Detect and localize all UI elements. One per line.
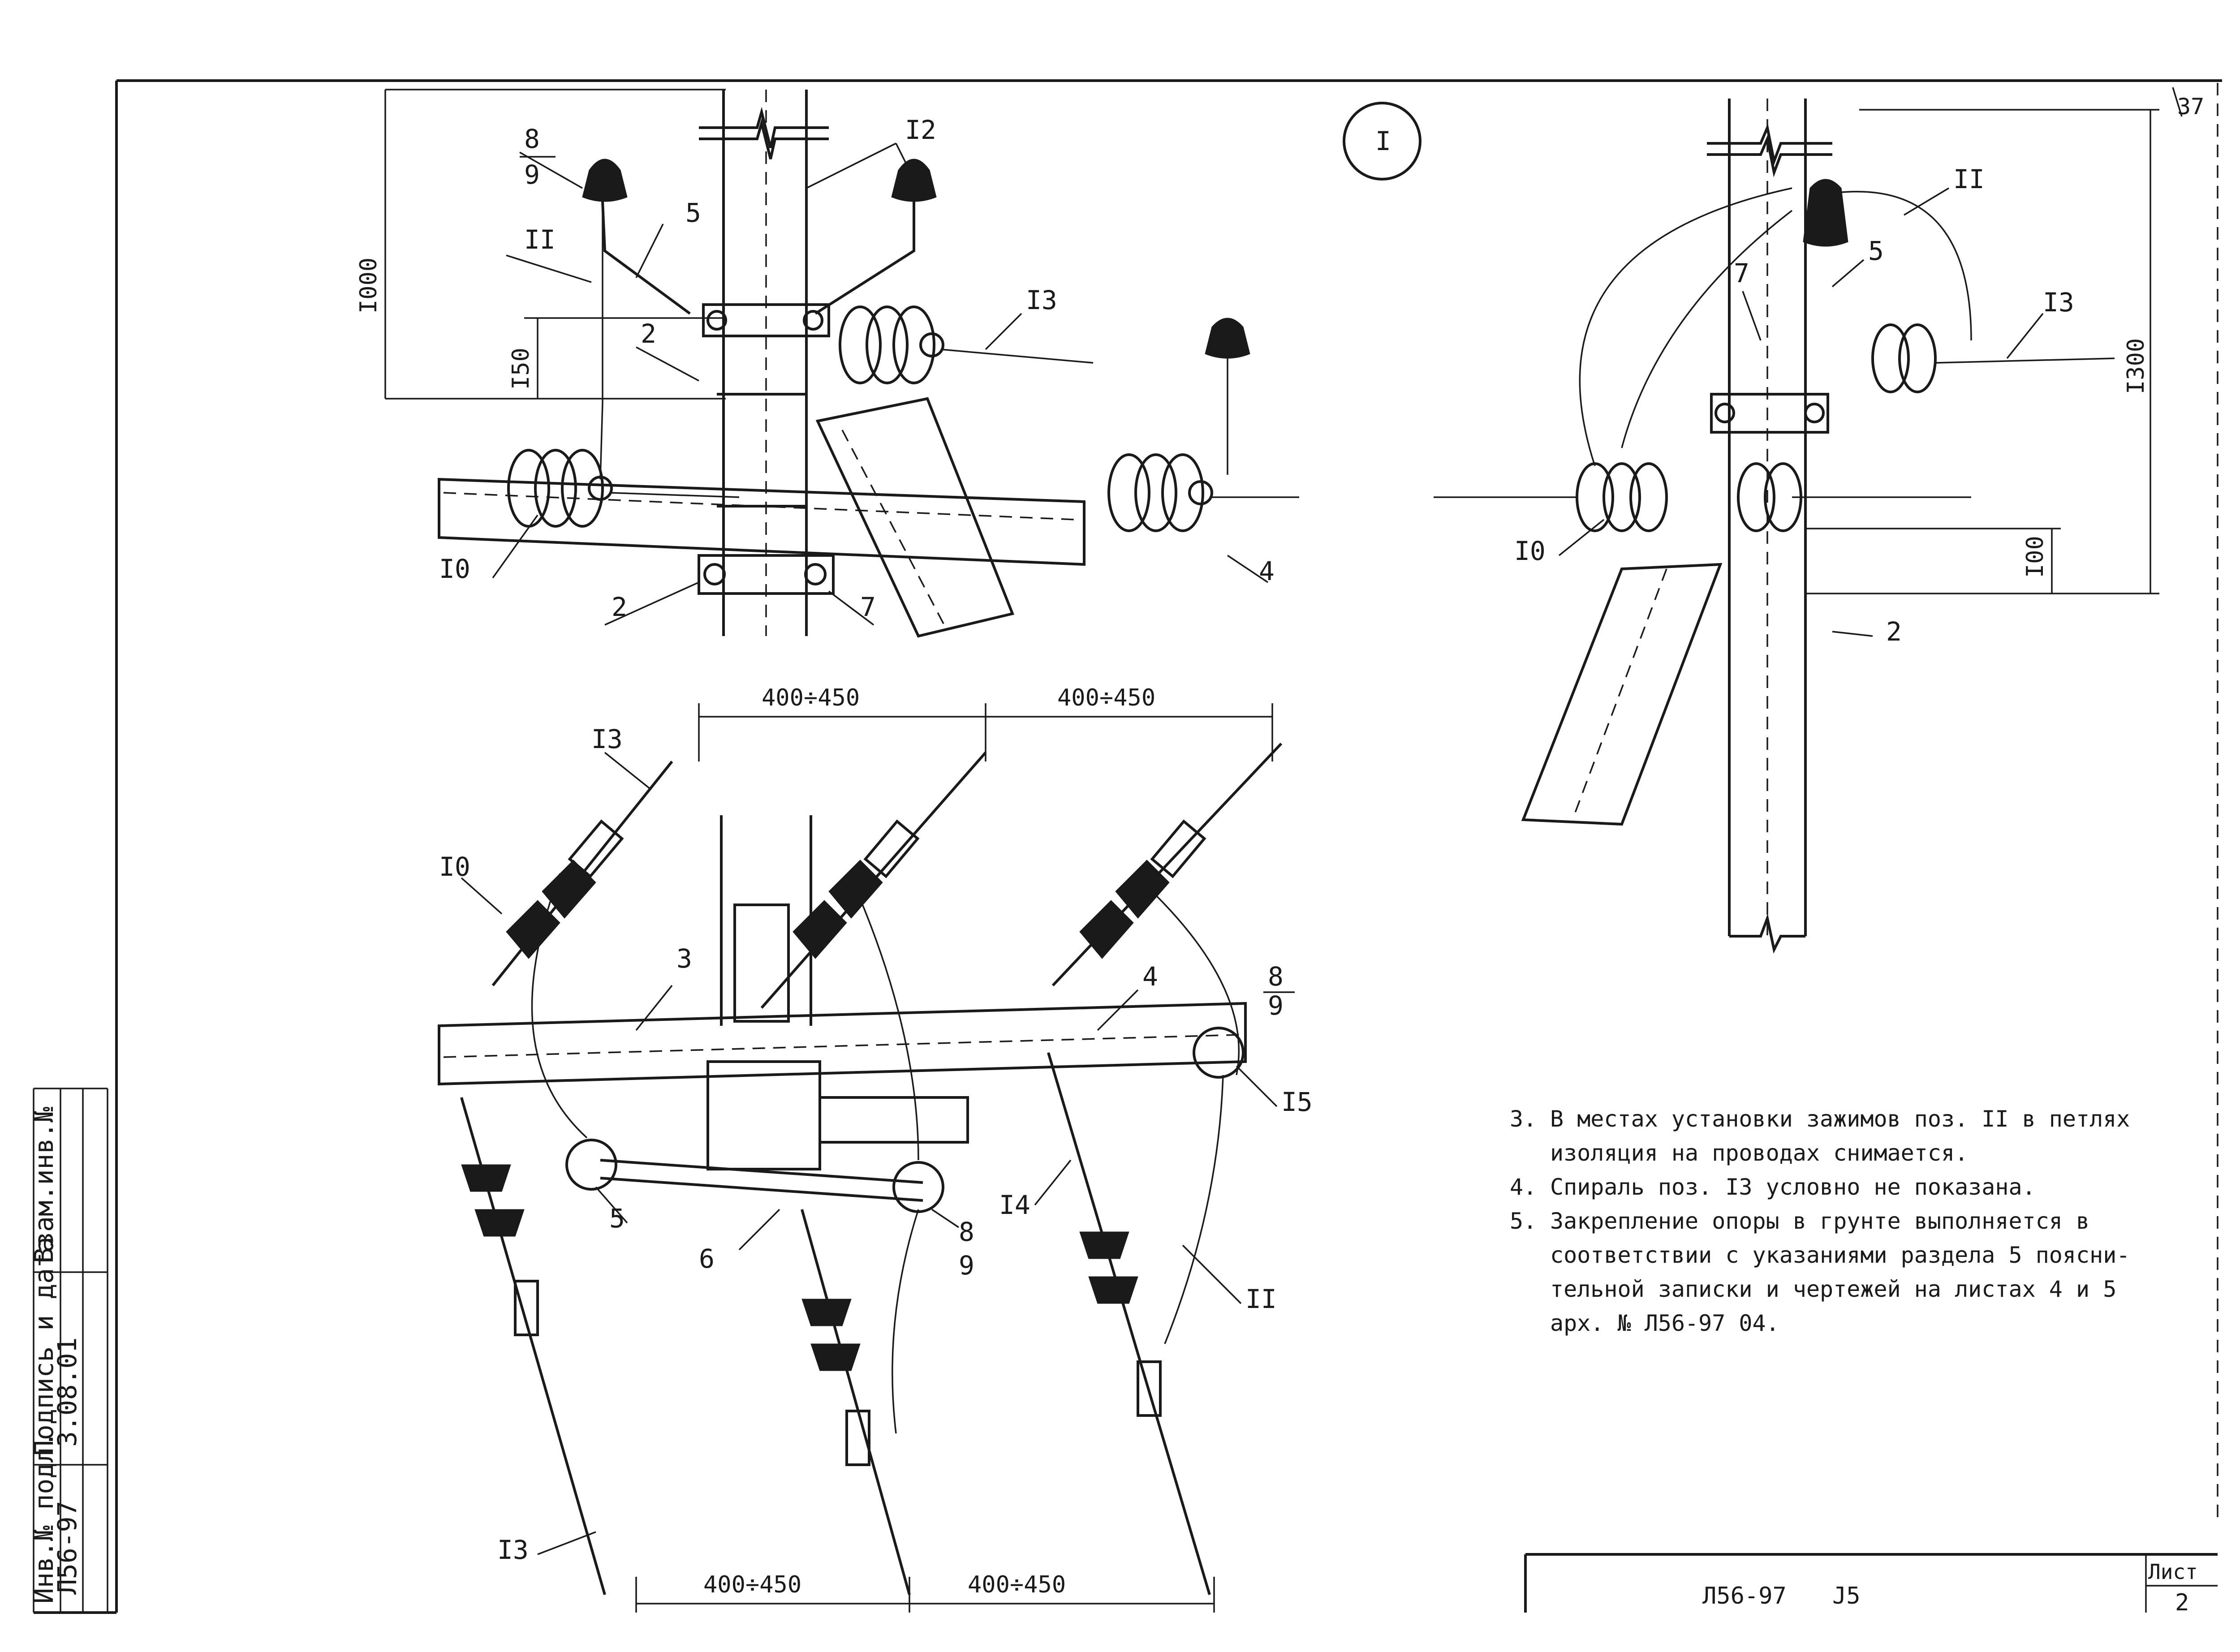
p-callout-9-right: 9 [1268, 990, 1284, 1021]
note-number: 4. [1510, 1174, 1537, 1200]
doc-sub: J5 [1832, 1583, 1861, 1609]
note-4: 4. Спираль поз. I3 условно не показана. [1510, 1170, 2182, 1204]
note-text: Спираль поз. I3 условно не показана. [1550, 1174, 2036, 1200]
dim-top-1: 400÷450 [762, 684, 860, 711]
note-number: 5. [1510, 1208, 1537, 1234]
string-right-bottom [1047, 1052, 1211, 1595]
dim-bottom-2: 400÷450 [968, 1571, 1066, 1598]
dim-bottom-1: 400÷450 [703, 1571, 801, 1598]
dim-100: I00 [2022, 536, 2049, 578]
callout-4: 4 [1259, 556, 1275, 586]
sheet-label: Лист [2148, 1560, 2198, 1584]
string-right-top [1051, 742, 1283, 987]
dim-150: I50 [508, 348, 534, 390]
p-callout-13-top: I3 [591, 724, 623, 754]
disk-group-right [1107, 453, 1213, 532]
string-mid-top [760, 752, 987, 1009]
note-3: 3. В местах установки зажимов поз. II в … [1510, 1102, 2182, 1170]
p-callout-9-mid: 9 [959, 1250, 974, 1281]
p-callout-4: 4 [1142, 961, 1158, 992]
callout-8: 8 [524, 124, 540, 154]
p-callout-14: I4 [999, 1190, 1030, 1220]
inv-value: Л56-97 [52, 1501, 82, 1595]
side-stamp: Инв.№ подл. Л56-97 Подпись и дата 3.08.0… [29, 1088, 116, 1614]
r-callout-7: 7 [1734, 258, 1749, 288]
callout-9: 9 [524, 159, 540, 190]
p-callout-6: 6 [699, 1243, 715, 1274]
note-5: 5. Закрепление опоры в грунте выполняетс… [1510, 1204, 2182, 1340]
r-callout-5: 5 [1868, 236, 1884, 266]
sheet-number: 2 [2175, 1589, 2189, 1616]
p-callout-15: I5 [1281, 1087, 1313, 1117]
callout-2-upper: 2 [641, 318, 656, 349]
disk-group-left [507, 449, 613, 528]
dim-1000: I000 [355, 258, 382, 314]
dim-1300: I300 [2123, 338, 2150, 394]
callout-2-lower: 2 [612, 592, 627, 622]
p-callout-5: 5 [609, 1203, 625, 1234]
string-left-bottom [460, 1097, 606, 1595]
p-callout-8-right: 8 [1268, 961, 1284, 992]
sign-label: Подпись и дата [29, 1237, 59, 1456]
callout-13: I3 [1026, 285, 1057, 315]
page-corner-number: 37 [2177, 94, 2204, 120]
doc-code: Л56-97 [1702, 1583, 1787, 1609]
note-text: В местах установки зажимов поз. II в пет… [1550, 1106, 2130, 1166]
dim-top-2: 400÷450 [1057, 684, 1155, 711]
callout-7: 7 [860, 592, 876, 622]
p-callout-11: II [1245, 1284, 1277, 1314]
r-callout-11: II [1953, 164, 1985, 194]
p-callout-10: I0 [439, 852, 470, 882]
view-top-left: I000 I50 [355, 89, 1299, 638]
notes-block: 3. В местах установки зажимов поз. II в … [1510, 1102, 2182, 1340]
r-callout-10: I0 [1514, 536, 1546, 566]
note-number: 3. [1510, 1106, 1537, 1132]
note-text: Закрепление опоры в грунте выполняется в… [1550, 1208, 2130, 1336]
view-top-right: I300 I00 7 II 5 I3 I0 2 [1434, 99, 2159, 954]
callout-5: 5 [685, 198, 701, 228]
callout-10: I0 [439, 554, 470, 584]
callout-12: I2 [905, 115, 936, 145]
p-callout-13-bottom: I3 [497, 1535, 529, 1565]
view-marker: I [1343, 102, 1422, 181]
sheet-frame [115, 79, 2222, 1613]
view-plan: 400÷450 400÷450 400÷450 400÷450 [438, 684, 1313, 1613]
view-marker-label: I [1375, 126, 1391, 156]
string-mid-bottom [801, 1209, 911, 1595]
inv-label: Инв.№ подл. [29, 1432, 59, 1604]
replace-label: Взам.инв.№ [29, 1107, 59, 1263]
disk-group-mid [839, 305, 944, 384]
sign-value: 3.08.01 [52, 1338, 82, 1447]
r-callout-2: 2 [1886, 616, 1902, 647]
r-callout-13: I3 [2043, 287, 2074, 318]
callout-11: II [524, 224, 556, 255]
p-callout-8-mid: 8 [959, 1217, 974, 1247]
title-block: Л56-97 J5 Лист 2 [1702, 1560, 2198, 1616]
p-callout-3: 3 [676, 943, 692, 974]
string-left-top [491, 761, 673, 986]
